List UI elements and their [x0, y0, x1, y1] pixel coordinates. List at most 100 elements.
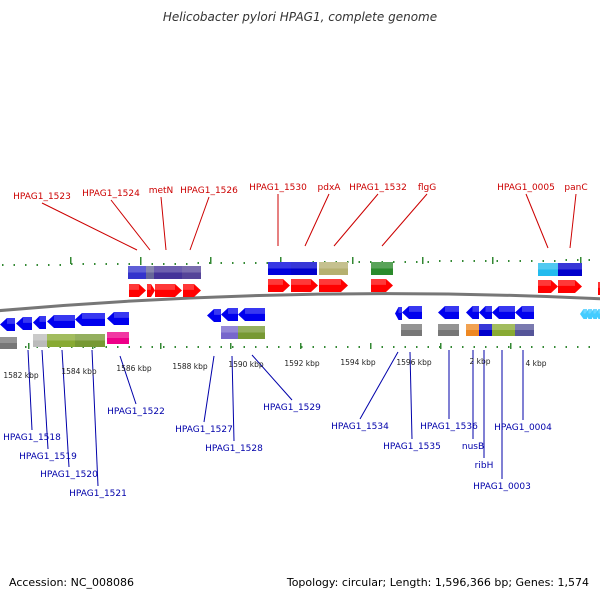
major-tick [370, 343, 372, 349]
upper-label-leader [381, 193, 428, 247]
forward-gene-arrow [538, 280, 558, 293]
lower-label-leader [359, 351, 399, 420]
minor-tick [151, 346, 153, 348]
minor-tick [565, 259, 567, 261]
minor-tick [312, 346, 314, 348]
minor-tick [554, 260, 556, 262]
scale-tick-label: 1588 kbp [172, 362, 208, 371]
minor-tick [370, 261, 372, 263]
forward-gene-arrow [268, 279, 290, 292]
minor-tick [416, 261, 418, 263]
minor-tick [473, 260, 475, 262]
feature-tracks [0, 262, 582, 349]
minor-tick [335, 346, 337, 348]
forward-gene-arrow [291, 279, 318, 292]
minor-tick [2, 264, 4, 266]
reverse-gene-arrow-shine [472, 306, 479, 312]
reverse-gene-arrow [590, 309, 597, 319]
feature-box [268, 262, 291, 275]
feature-box-shine [33, 334, 47, 341]
feature-box [558, 263, 582, 276]
major-tick [160, 343, 162, 349]
feature-box-shine [479, 324, 492, 330]
lower-label-leader [119, 355, 137, 405]
feature-box [319, 262, 348, 275]
genome-backbone [0, 292, 600, 313]
upper-label-leader [189, 196, 210, 251]
feature-box [33, 334, 47, 347]
feature-box [515, 324, 534, 336]
feature-box-shine [107, 332, 129, 338]
minor-tick [393, 261, 395, 263]
reverse-gene-arrow-shine [588, 309, 592, 314]
backbone-line [0, 292, 600, 313]
scale-tick-label: 2 kbp [469, 357, 490, 366]
minor-tick [266, 262, 268, 264]
upper-label-leader [525, 193, 549, 249]
minor-tick [496, 346, 498, 348]
minor-tick [94, 263, 96, 265]
minor-tick [163, 346, 165, 348]
reverse-gene-arrow [33, 316, 46, 329]
reverse-gene-arrow-shine [499, 306, 515, 312]
forward-gene-arrow [155, 284, 182, 297]
forward-gene-arrow [319, 279, 348, 292]
minor-tick [301, 346, 303, 348]
label-leader-lines [27, 193, 577, 487]
lower-label-leader [251, 354, 293, 401]
upper-gene-label: HPAG1_1530 [249, 183, 307, 193]
minor-tick [266, 346, 268, 348]
feature-box [492, 324, 515, 336]
minor-tick [220, 346, 222, 348]
upper-gene-label: pdxA [318, 183, 342, 193]
minor-tick [232, 262, 234, 264]
minor-tick [531, 260, 533, 262]
minor-tick [519, 260, 521, 262]
feature-box-shine [438, 324, 459, 330]
minor-tick [151, 263, 153, 265]
minor-tick [117, 346, 119, 348]
minor-tick [416, 346, 418, 348]
feature-box-shine [291, 262, 317, 269]
minor-tick [105, 346, 107, 348]
minor-tick [542, 346, 544, 348]
major-tick [28, 343, 30, 349]
reverse-gene-arrow [107, 312, 129, 325]
minor-tick [13, 264, 15, 266]
feature-box-shine [238, 326, 265, 333]
reverse-gene-arrow [466, 306, 479, 319]
reverse-gene-arrow [75, 313, 105, 326]
lower-gene-label: ribH [475, 461, 494, 471]
minor-tick [197, 346, 199, 348]
minor-tick [25, 264, 27, 266]
upper-label-leader [569, 193, 577, 249]
lower-gene-label: HPAG1_1536 [420, 422, 478, 432]
reverse-gene-arrow [479, 306, 492, 319]
lower-gene-label: nusB [462, 442, 484, 452]
major-tick [280, 257, 282, 264]
feature-box-shine [558, 263, 582, 270]
minor-tick [427, 346, 429, 348]
minor-tick [381, 346, 383, 348]
forward-gene-arrow [183, 284, 201, 297]
lower-gene-label: HPAG1_0004 [494, 423, 552, 433]
minor-tick [462, 346, 464, 348]
feature-box-shine [371, 262, 393, 269]
forward-gene-arrow-shine [319, 279, 341, 285]
minor-tick [450, 346, 452, 348]
minor-tick [278, 346, 280, 348]
reverse-gene-arrow-shine [485, 306, 492, 312]
minor-tick [36, 264, 38, 266]
reverse-gene-arrow [395, 307, 402, 320]
forward-gene-arrow-shine [268, 279, 283, 285]
feature-box [401, 324, 422, 336]
reverse-gene-arrow [580, 309, 587, 319]
minor-tick [105, 263, 107, 265]
scale-tick-label: 1586 kbp [116, 364, 152, 373]
upper-gene-label: HPAG1_1524 [82, 189, 140, 199]
feature-box [238, 326, 265, 339]
upper-label-leader [41, 202, 138, 251]
scale-tick-label: 1596 kbp [396, 358, 432, 367]
feature-box-shine [466, 324, 479, 330]
forward-gene-arrow-shine [155, 284, 175, 290]
